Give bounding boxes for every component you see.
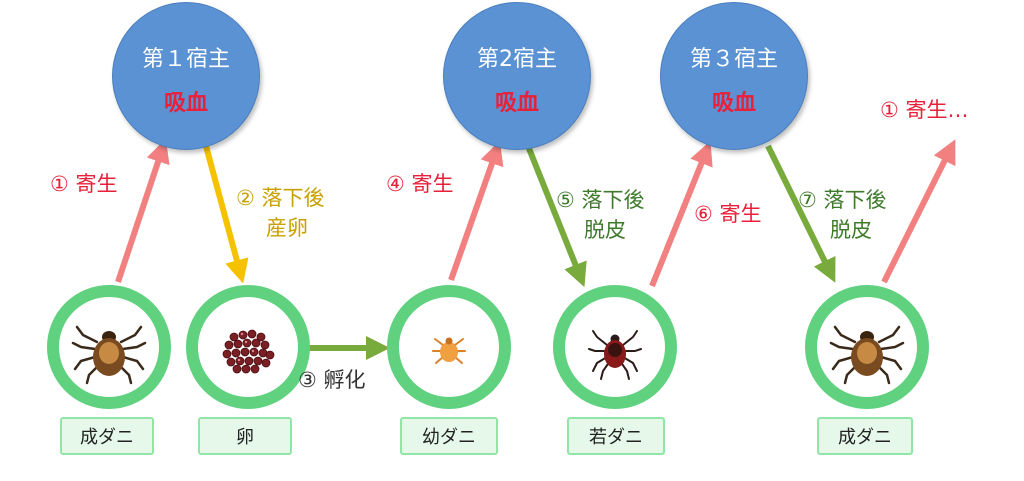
adult-tick-icon xyxy=(71,325,147,385)
step-7-line2: 脱皮 xyxy=(830,218,872,242)
larva-tick-icon xyxy=(432,337,466,364)
step-5-line1: ⑤ 落下後 xyxy=(556,188,645,212)
step-3-hatch: ③ 孵化 xyxy=(298,368,366,392)
host-3-name: 第３宿主 xyxy=(689,47,778,72)
host-2-action: 吸血 xyxy=(494,91,539,116)
step-2-line1: ② 落下後 xyxy=(236,186,325,210)
stage-label-adult-1: 成ダニ xyxy=(60,417,154,455)
arrow-parasitize-3 xyxy=(649,140,713,288)
stage-label-larva: 幼ダニ xyxy=(400,417,498,455)
step-4-parasitize: ④ 寄生 xyxy=(386,172,454,196)
stage-nymph xyxy=(553,285,677,409)
host-2-name: 第2宿主 xyxy=(477,47,557,72)
host-3-action: 吸血 xyxy=(711,91,756,116)
arrow-drop-3 xyxy=(765,144,836,283)
arrow-drop-1 xyxy=(203,145,249,284)
step-1-parasitize: ① 寄生 xyxy=(50,172,118,196)
stage-label-nymph: 若ダニ xyxy=(567,417,665,455)
step-6-parasitize: ⑥ 寄生 xyxy=(694,202,762,226)
host-1-name: 第１宿主 xyxy=(141,47,230,72)
step-8-parasitize-repeat: ① 寄生… xyxy=(880,98,969,122)
step-2-line2: 産卵 xyxy=(266,216,308,240)
arrow-parasitize-4 xyxy=(881,139,956,284)
stage-adult-tick-2 xyxy=(805,285,929,409)
stage-label-adult-2: 成ダニ xyxy=(817,417,913,455)
host-1-action: 吸血 xyxy=(163,91,208,116)
stage-adult-tick-1 xyxy=(47,285,171,409)
adult-tick-icon xyxy=(829,325,905,385)
host-2: 第2宿主 吸血 xyxy=(443,2,591,150)
host-3: 第３宿主 吸血 xyxy=(660,2,808,150)
arrow-parasitize-1 xyxy=(115,138,170,283)
stage-label-egg: 卵 xyxy=(198,417,292,455)
host-1: 第１宿主 吸血 xyxy=(112,2,260,150)
stage-eggs xyxy=(186,285,310,409)
step-7-line1: ⑦ 落下後 xyxy=(798,188,887,212)
stage-larva xyxy=(387,285,511,409)
nymph-tick-icon xyxy=(588,330,642,380)
arrow-parasitize-2 xyxy=(448,140,504,281)
arrow-drop-2 xyxy=(525,144,587,288)
tick-eggs-icon xyxy=(222,329,275,374)
step-5-line2: 脱皮 xyxy=(584,218,626,242)
